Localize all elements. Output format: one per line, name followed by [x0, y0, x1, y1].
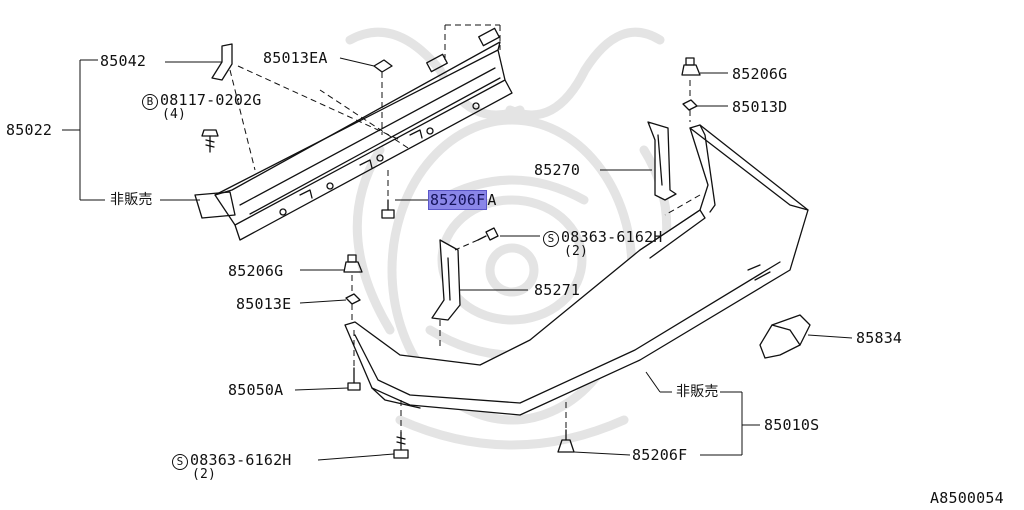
label-85206F: 85206F [632, 446, 688, 464]
nut-85013E [345, 293, 361, 305]
label-85834: 85834 [856, 329, 903, 347]
leader-lines [62, 57, 853, 461]
bolt-b-symbol: B [142, 94, 158, 110]
label-85042: 85042 [100, 52, 147, 70]
label-85022: 85022 [6, 121, 53, 139]
label-85206G-left: 85206G [228, 262, 284, 280]
figure-code: A8500054 [930, 489, 1004, 507]
highlighted-part-number[interactable]: 85206F [428, 190, 488, 210]
clip-85206FA [381, 199, 395, 219]
clip-85206G-top [681, 57, 701, 76]
label-not-for-sale-lower: 非販売 [676, 384, 719, 400]
bumper-fascia [344, 124, 809, 416]
clip-85206G-left [343, 254, 363, 273]
label-85010S: 85010S [764, 416, 820, 434]
label-85270: 85270 [534, 161, 581, 179]
label-85013D: 85013D [732, 98, 788, 116]
side-retainer-left [431, 239, 461, 321]
bolt-08117-number: 08117-0202G [160, 91, 262, 109]
side-retainer-right [647, 121, 677, 201]
screw-08363-top-number: 08363-6162H [561, 228, 663, 246]
label-85013E: 85013E [236, 295, 292, 313]
screw-s-symbol-top: S [543, 231, 559, 247]
reinforcement-beam [214, 27, 513, 241]
label-not-for-sale-upper: 非販売 [110, 192, 153, 208]
screw-85050A [347, 367, 361, 391]
nut-85013D [682, 99, 698, 111]
screw-08363-top [477, 227, 499, 241]
label-08363-bottom-qty: (2) [192, 467, 217, 482]
bolt-08117 [201, 129, 219, 153]
label-85050A: 85050A [228, 381, 284, 399]
label-85271: 85271 [534, 281, 581, 299]
screw-s-symbol-bottom: S [172, 454, 188, 470]
label-85206G-top: 85206G [732, 65, 788, 83]
screw-08363-bottom-number: 08363-6162H [190, 451, 292, 469]
nut-85013EA [373, 59, 393, 73]
label-08117-qty: (4) [162, 107, 187, 122]
label-08363-top-qty: (2) [564, 244, 589, 259]
beam-end-bracket [194, 191, 236, 219]
dashed-assembly-lines [229, 24, 701, 432]
label-85013EA: 85013EA [263, 49, 328, 67]
screw-08363-bottom [393, 431, 409, 459]
bumper-guard-85834 [759, 314, 811, 359]
label-85206FA-suffix: A [487, 191, 497, 209]
